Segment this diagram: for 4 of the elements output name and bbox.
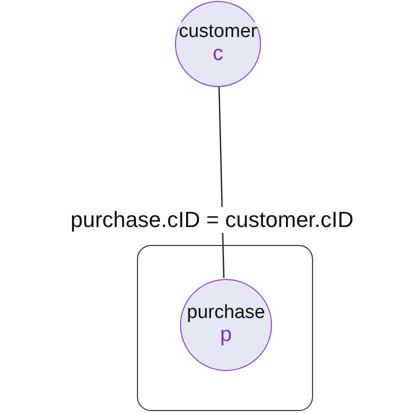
alias-label: p bbox=[220, 322, 232, 348]
entity-name: purchase bbox=[186, 302, 266, 323]
group-box bbox=[137, 245, 313, 411]
alias-label: c bbox=[212, 42, 224, 66]
